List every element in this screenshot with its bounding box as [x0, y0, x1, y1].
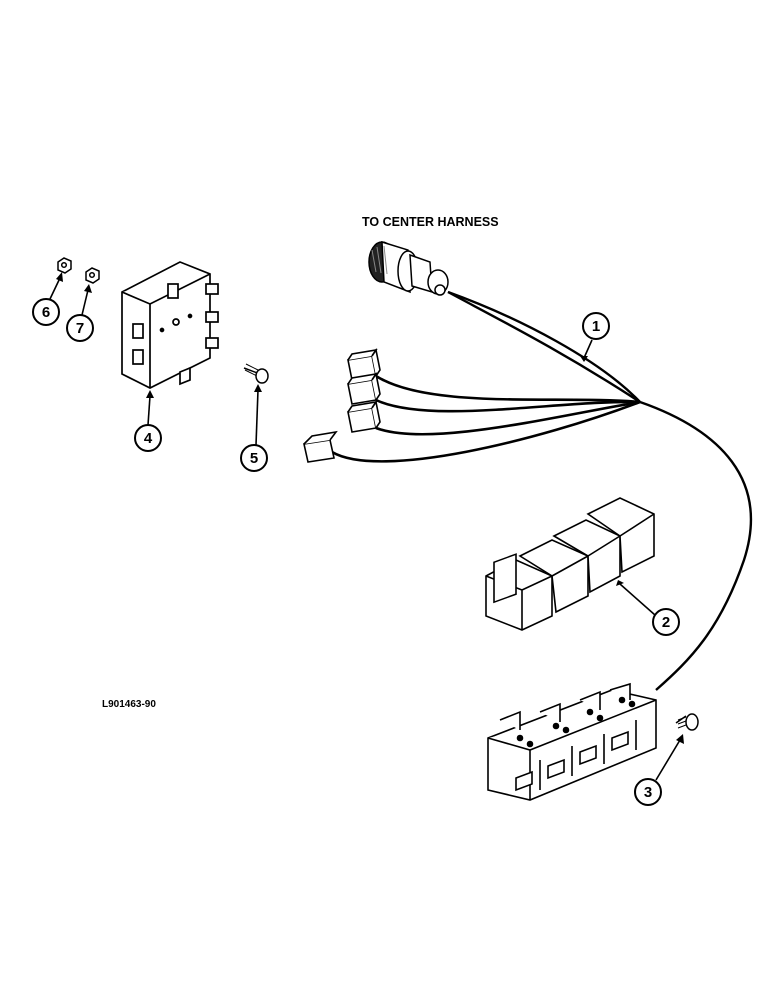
- svg-text:5: 5: [250, 450, 258, 467]
- callout-2: 2: [616, 580, 680, 636]
- relay-base-screw: [675, 713, 699, 731]
- callout-1: 1: [580, 312, 610, 362]
- callout-7: 7: [66, 284, 94, 342]
- svg-text:2: 2: [662, 614, 670, 631]
- callout-4: 4: [134, 390, 162, 452]
- terminal-block: [121, 261, 219, 389]
- relay-cubes: [485, 497, 655, 631]
- relay-3: [552, 519, 621, 594]
- relay-2: [518, 539, 589, 614]
- callout-3: 3: [634, 734, 684, 806]
- callout-5: 5: [240, 384, 268, 472]
- nut-6: [57, 257, 72, 274]
- harness-terminals: [303, 347, 381, 463]
- svg-text:1: 1: [592, 318, 600, 335]
- nut-7: [85, 267, 100, 284]
- screw-5: [243, 363, 269, 384]
- terminal-2: [347, 371, 381, 405]
- relay-base: [487, 553, 657, 801]
- center-harness-connector: [368, 240, 449, 296]
- terminal-4: [303, 430, 338, 463]
- callout-6: 6: [32, 272, 63, 326]
- to-center-harness-label: TO CENTER HARNESS: [362, 215, 499, 229]
- wiring-harness: [331, 290, 753, 691]
- relay-4: [586, 497, 655, 574]
- figure-code: L901463-90: [102, 699, 156, 710]
- svg-text:6: 6: [42, 304, 50, 321]
- svg-text:7: 7: [76, 320, 84, 337]
- svg-text:3: 3: [644, 784, 652, 801]
- terminal-3: [347, 399, 381, 433]
- svg-text:4: 4: [144, 430, 153, 447]
